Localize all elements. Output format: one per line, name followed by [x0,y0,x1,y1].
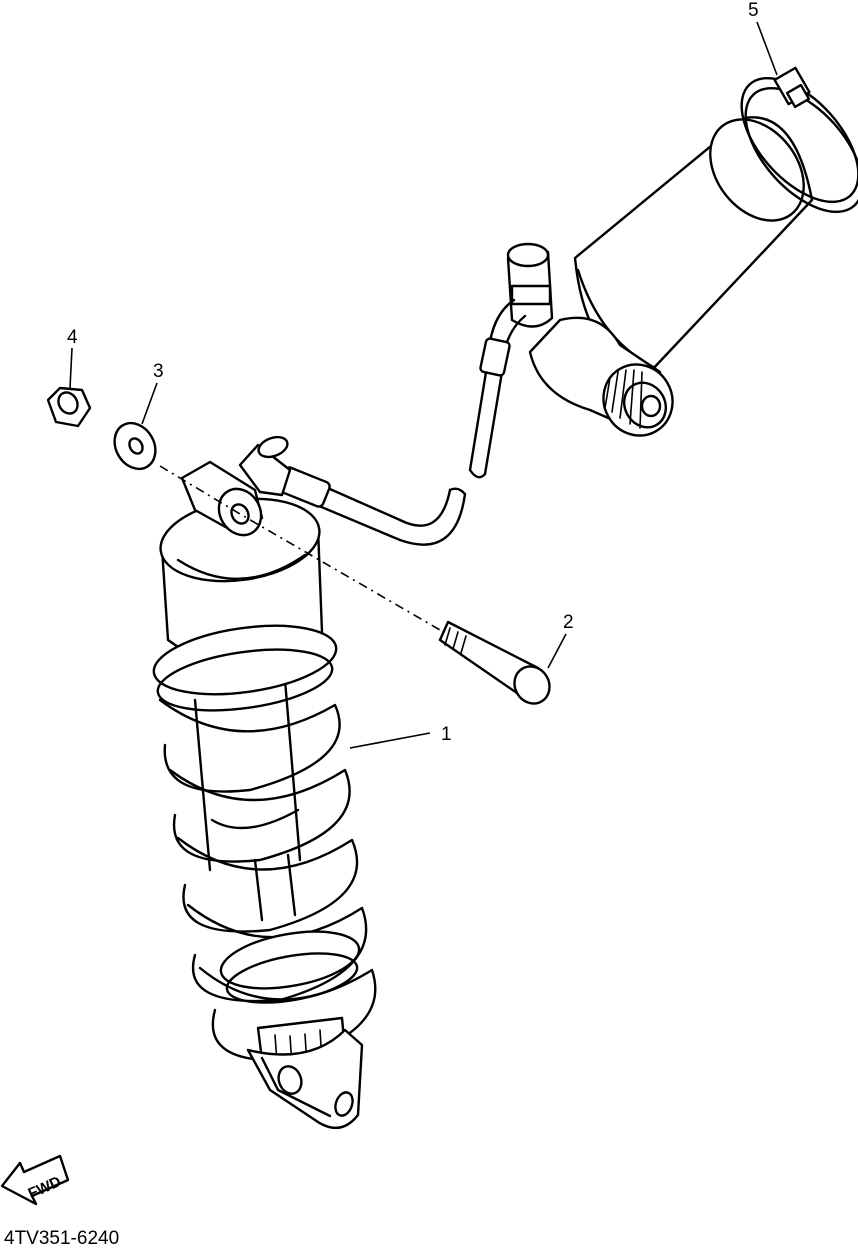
callout-4: 4 [67,327,78,348]
hose [277,298,527,546]
callout-2: 2 [563,612,574,633]
leader-5 [756,21,778,76]
nut [46,386,92,428]
leader-3 [141,382,158,425]
reservoir [506,116,814,437]
leader-1 [349,732,431,749]
diagram-code: 4TV351-6240 [4,1228,119,1249]
bolt [438,620,551,705]
fwd-arrow-icon: FWD [0,1154,70,1206]
washer [113,421,157,471]
leader-4 [69,347,73,389]
callout-1: 1 [441,724,452,745]
callout-5: 5 [748,0,759,21]
leader-2 [547,633,567,669]
callout-3: 3 [153,361,164,382]
hose-clamp [740,66,858,214]
shock-absorber [152,435,377,1129]
